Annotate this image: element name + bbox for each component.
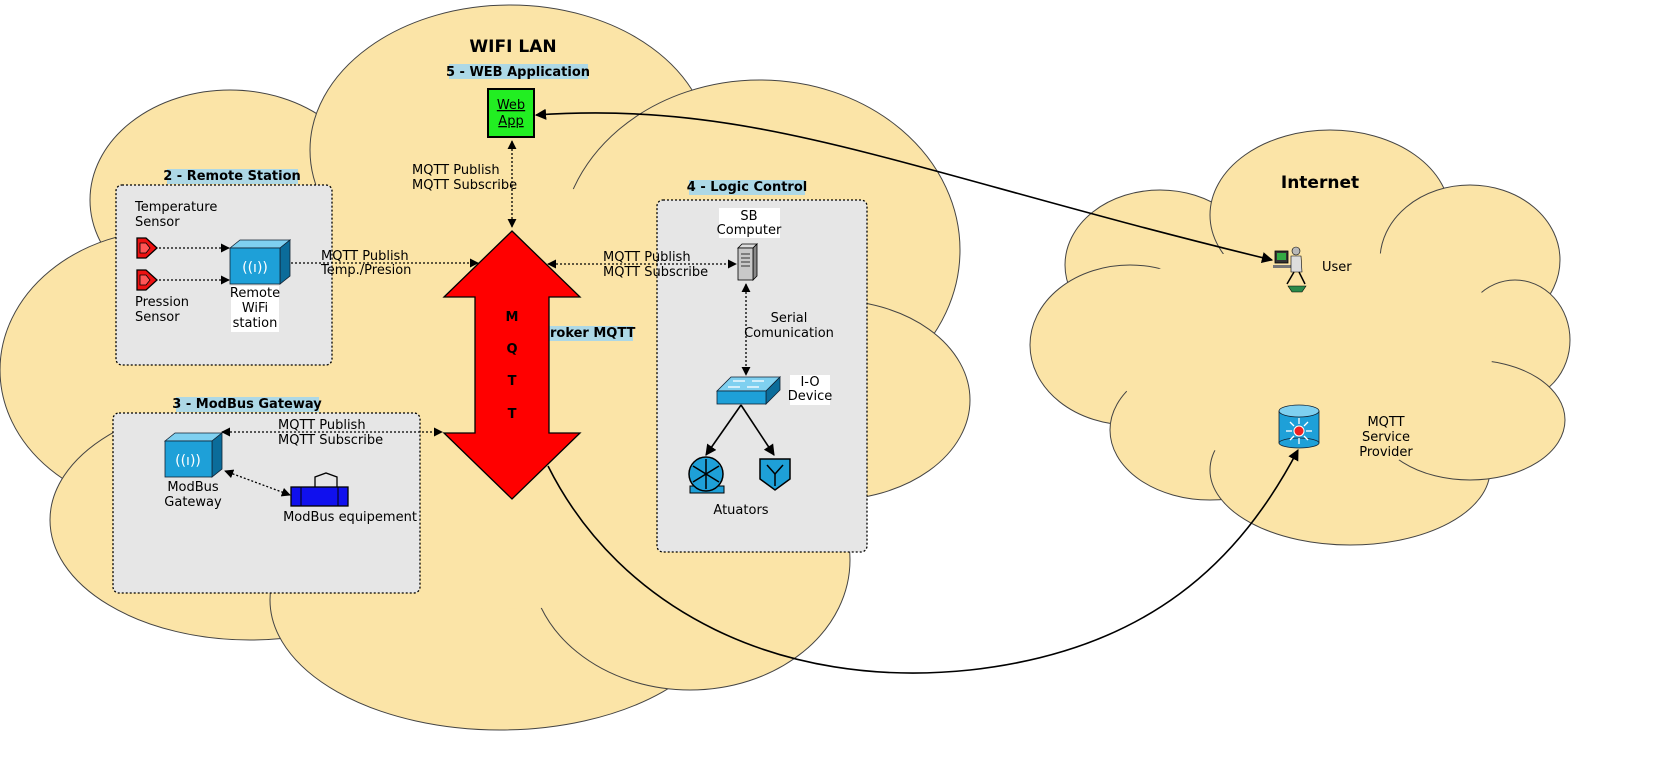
sb-computer-label-2: Computer: [717, 223, 782, 238]
svg-text:((ı)): ((ı)): [175, 453, 201, 469]
svg-text:App: App: [498, 114, 523, 129]
gateway-equipment-link: [224, 469, 291, 497]
broker-provider-link: [547, 449, 1299, 674]
pression-sensor-label-1: Pression: [135, 295, 189, 310]
pression-sensor-icon: [136, 269, 158, 291]
station-link-label-2: Temp./Presion: [320, 263, 411, 278]
broker-letter-t1: T: [508, 374, 517, 389]
serial-label-2: Comunication: [744, 326, 834, 341]
motor-actuator-icon: [688, 456, 725, 494]
io-valve-link: [740, 404, 775, 456]
serial-label-1: Serial: [771, 311, 808, 326]
modbus-gateway-section-title: 3 - ModBus Gateway: [172, 397, 322, 412]
modbus-link-label-1: MQTT Publish: [278, 418, 366, 433]
io-device-icon: [716, 376, 781, 405]
temperature-sensor-label-1: Temperature: [134, 200, 217, 215]
mqtt-broker-arrow: [442, 230, 582, 500]
remote-station-label-3: station: [233, 316, 278, 331]
pression-sensor-label-2: Sensor: [135, 310, 180, 325]
remote-station-label-2: WiFi: [242, 301, 268, 316]
modbus-equipment-icon: [290, 472, 349, 507]
valve-actuator-icon: [759, 458, 791, 491]
svg-text:Web: Web: [497, 98, 525, 113]
user-label: User: [1322, 260, 1352, 275]
svg-text:((ı)): ((ı)): [242, 260, 268, 276]
sb-computer-icon: [737, 243, 758, 281]
io-device-label-1: I-O: [800, 375, 819, 390]
webapp-user-link: [534, 108, 1274, 264]
webapp-link-label-2: MQTT Subscribe: [412, 178, 517, 193]
computer-link-label-1: MQTT Publish: [603, 250, 691, 265]
modbus-gateway-label-1: ModBus: [167, 480, 219, 495]
actuators-label: Atuators: [713, 503, 768, 518]
webapp-link-label-1: MQTT Publish: [412, 163, 500, 178]
modbus-gateway-icon: ((ı)): [163, 432, 224, 478]
web-app-section-title: 5 - WEB Application: [446, 65, 590, 80]
io-device-label-2: Device: [788, 389, 832, 404]
temperature-sensor-icon: [136, 237, 158, 259]
broker-letter-t2: T: [508, 407, 517, 422]
internet-title: Internet: [1281, 173, 1359, 193]
modbus-link-label-2: MQTT Subscribe: [278, 433, 383, 448]
wifi-lan-title: WIFI LAN: [469, 37, 556, 57]
station-link-label-1: MQTT Publish: [321, 249, 409, 264]
broker-letter-m: M: [506, 310, 519, 325]
remote-wifi-station-icon: ((ı)): [228, 239, 292, 285]
computer-link-label-2: MQTT Subscribe: [603, 265, 708, 280]
temperature-sensor-label-2: Sensor: [135, 215, 180, 230]
mqtt-service-provider-icon: [1278, 404, 1320, 449]
web-app-icon: Web App: [487, 88, 535, 138]
remote-station-label-1: Remote: [230, 286, 280, 301]
modbus-equipment-label: ModBus equipement: [283, 510, 417, 525]
broker-letter-q: Q: [506, 342, 517, 357]
provider-label-2: Service: [1362, 430, 1410, 445]
sb-computer-label-1: SB: [740, 209, 757, 224]
provider-label-3: Provider: [1359, 445, 1413, 460]
user-workstation-icon: [1273, 246, 1307, 293]
remote-station-section-title: 2 - Remote Station: [163, 169, 301, 184]
io-motor-link: [705, 404, 742, 456]
provider-label-1: MQTT: [1367, 415, 1404, 430]
modbus-gateway-label-2: Gateway: [164, 495, 222, 510]
logic-control-section-title: 4 - Logic Control: [687, 180, 807, 195]
